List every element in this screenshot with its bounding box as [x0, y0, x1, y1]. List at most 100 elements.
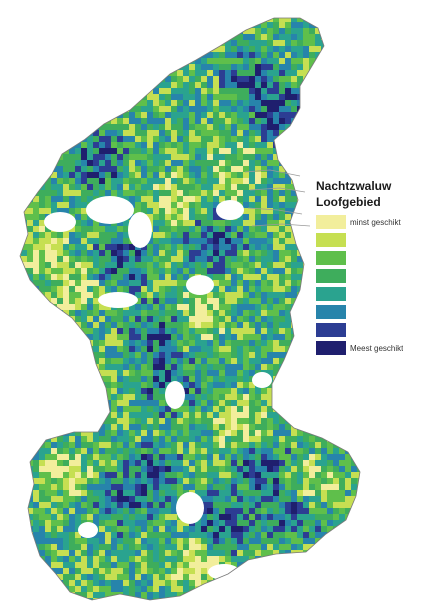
map-cell	[111, 10, 118, 17]
map-cell	[285, 64, 292, 71]
map-cell	[249, 442, 256, 449]
map-cell	[81, 18, 88, 23]
map-cell	[45, 442, 52, 449]
map-cell	[27, 448, 34, 455]
map-cell	[87, 418, 94, 425]
map-cell	[51, 334, 58, 341]
map-cell	[153, 226, 160, 233]
map-cell	[141, 64, 148, 71]
map-cell	[129, 316, 136, 323]
map-cell	[255, 18, 262, 23]
map-cell	[51, 418, 58, 425]
map-cell	[153, 178, 160, 185]
map-cell	[81, 10, 88, 17]
map-cell	[225, 136, 232, 143]
map-cell	[237, 430, 244, 437]
map-cell	[177, 412, 184, 419]
map-cell	[111, 154, 118, 161]
map-cell	[105, 262, 112, 269]
map-cell	[63, 196, 70, 203]
map-cell	[51, 484, 58, 491]
map-cell	[339, 166, 346, 173]
map-cell	[243, 18, 250, 23]
map-cell	[51, 310, 58, 317]
map-cell	[189, 448, 196, 455]
map-cell	[345, 406, 352, 413]
map-cell	[105, 460, 112, 467]
map-cell	[81, 46, 88, 53]
map-cell	[237, 76, 244, 83]
map-cell	[27, 136, 34, 143]
map-cell	[231, 82, 238, 89]
map-cell	[315, 454, 322, 461]
map-cell	[135, 382, 142, 389]
map-cell	[105, 118, 112, 125]
map-cell	[93, 412, 100, 419]
map-cell	[33, 340, 40, 347]
map-cell	[69, 262, 76, 269]
map-cell	[105, 18, 112, 23]
map-cell	[81, 124, 88, 131]
map-cell	[57, 184, 64, 191]
map-cell	[249, 142, 256, 149]
map-cell	[363, 40, 370, 47]
map-cell	[351, 22, 358, 29]
map-cell	[87, 460, 94, 467]
map-cell	[351, 442, 358, 449]
map-cell	[21, 394, 28, 401]
map-cell	[333, 484, 340, 491]
map-cell	[20, 376, 22, 383]
map-cell	[111, 388, 118, 395]
map-cell	[147, 82, 154, 89]
map-cell	[105, 64, 112, 71]
map-cell	[351, 70, 358, 77]
map-cell	[111, 370, 118, 377]
map-cell	[339, 460, 346, 467]
map-cell	[195, 214, 202, 221]
map-cell	[303, 160, 310, 167]
map-cell	[105, 232, 112, 239]
map-cell	[153, 298, 160, 305]
map-cell	[345, 112, 352, 119]
map-cell	[111, 328, 118, 335]
map-cell	[201, 496, 208, 503]
map-cell	[105, 112, 112, 119]
map-cell	[93, 448, 100, 455]
map-cell	[201, 18, 208, 23]
map-cell	[123, 226, 130, 233]
map-cell	[231, 478, 238, 485]
map-cell	[303, 166, 310, 173]
map-cell	[189, 70, 196, 77]
map-cell	[327, 358, 334, 365]
map-cell	[69, 136, 76, 143]
map-cell	[303, 232, 310, 239]
map-cell	[225, 18, 232, 23]
map-cell	[105, 166, 112, 173]
map-cell	[99, 496, 106, 503]
map-cell	[93, 106, 100, 113]
map-cell	[285, 274, 292, 281]
map-cell	[261, 88, 268, 95]
map-cell	[297, 214, 304, 221]
map-cell	[321, 424, 328, 431]
map-cell	[45, 358, 52, 365]
map-cell	[123, 112, 130, 119]
map-cell	[129, 490, 136, 497]
map-cell	[285, 298, 292, 305]
map-cell	[285, 202, 292, 209]
map-cell	[75, 454, 82, 461]
map-cell	[45, 406, 52, 413]
map-cell	[123, 46, 130, 53]
map-cell	[231, 358, 238, 365]
map-cell	[69, 412, 76, 419]
map-cell	[261, 238, 268, 245]
map-cell	[345, 28, 352, 35]
map-cell	[189, 358, 196, 365]
map-cell	[87, 478, 94, 485]
map-cell	[135, 88, 142, 95]
map-cell	[129, 442, 136, 449]
map-cell	[63, 292, 70, 299]
map-cell	[291, 430, 298, 437]
map-cell	[363, 82, 370, 89]
map-cell	[267, 340, 274, 347]
